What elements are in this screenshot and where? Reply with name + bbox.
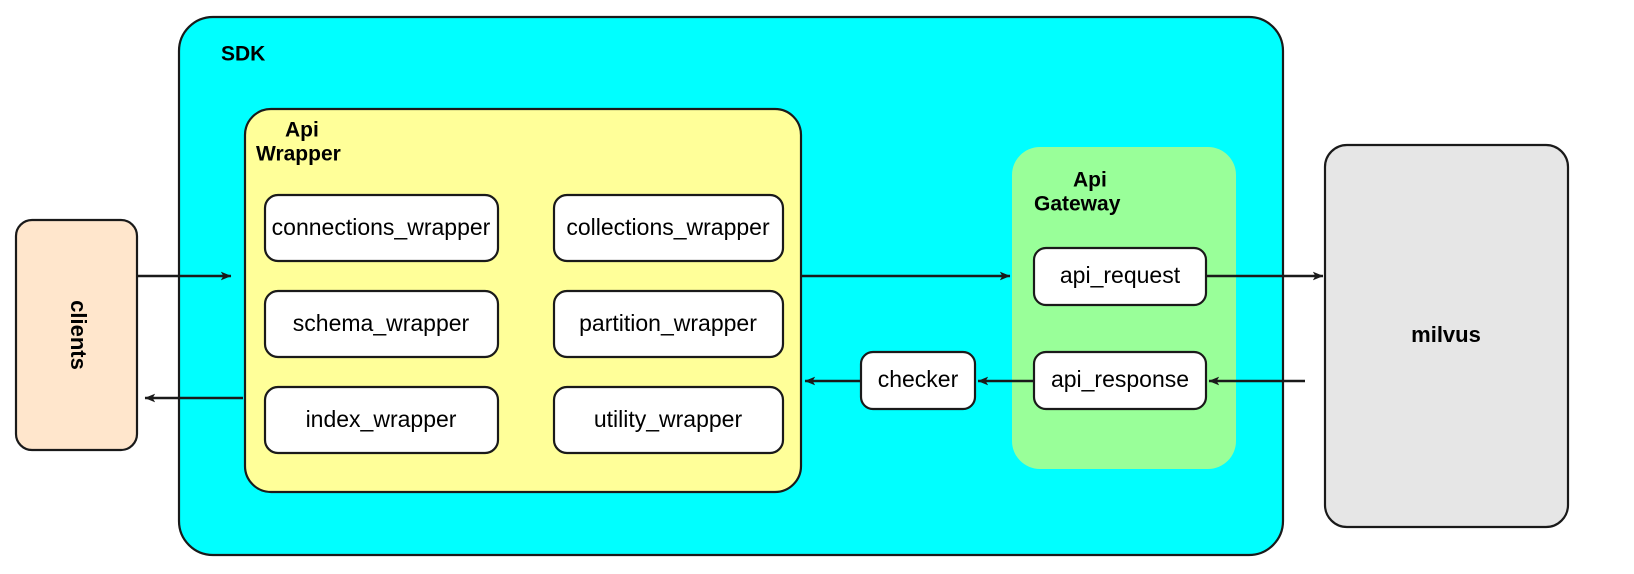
wrapper-module-index-shape: [263, 385, 500, 455]
wrapper-module-partition-shape: [552, 289, 785, 359]
api-wrapper-label-line1: Api: [285, 119, 319, 142]
api-wrapper-label-line2: Wrapper: [256, 143, 341, 166]
wrapper-module-utility[interactable]: utility_wrapper: [552, 385, 785, 455]
gateway-module-api-request-shape: [1032, 246, 1208, 307]
gateway-module-api-response[interactable]: api_response: [1032, 350, 1208, 411]
sdk-label: SDK: [221, 43, 265, 66]
milvus-node-shape: [1323, 143, 1570, 529]
wrapper-module-connections[interactable]: connections_wrapper: [263, 193, 500, 263]
checker-node-label: checker: [878, 366, 959, 392]
wrapper-module-schema[interactable]: schema_wrapper: [263, 289, 500, 359]
clients-node-shape: [14, 218, 139, 452]
wrapper-module-collections[interactable]: collections_wrapper: [552, 193, 785, 263]
gateway-module-api-request-label: api_request: [1060, 262, 1181, 288]
wrapper-module-schema-shape: [263, 289, 500, 359]
gateway-module-api-response-label: api_response: [1051, 366, 1189, 392]
wrapper-module-index-label: index_wrapper: [306, 406, 457, 432]
wrapper-module-partition[interactable]: partition_wrapper: [552, 289, 785, 359]
api-gateway-label-line1: Api: [1073, 169, 1107, 192]
wrapper-module-connections-label: connections_wrapper: [272, 214, 491, 240]
wrapper-module-collections-shape: [552, 193, 785, 263]
gateway-module-api-response-shape: [1032, 350, 1208, 411]
wrapper-module-utility-shape: [552, 385, 785, 455]
wrapper-module-schema-label: schema_wrapper: [293, 310, 470, 336]
api-gateway-container[interactable]: Api Gateway: [1012, 147, 1236, 469]
wrapper-module-collections-label: collections_wrapper: [566, 214, 770, 240]
clients-node-label: clients: [66, 300, 91, 370]
api-gateway-label-line2: Gateway: [1034, 193, 1121, 216]
wrapper-module-index[interactable]: index_wrapper: [263, 385, 500, 455]
milvus-node-label: milvus: [1411, 322, 1481, 347]
milvus-node[interactable]: milvus: [1323, 143, 1570, 529]
checker-node[interactable]: checker: [859, 350, 977, 411]
checker-node-shape: [859, 350, 977, 411]
wrapper-module-utility-label: utility_wrapper: [594, 406, 743, 432]
wrapper-module-partition-label: partition_wrapper: [579, 310, 757, 336]
wrapper-module-connections-shape: [263, 193, 500, 263]
gateway-module-api-request[interactable]: api_request: [1032, 246, 1208, 307]
clients-node[interactable]: clients: [14, 218, 139, 452]
